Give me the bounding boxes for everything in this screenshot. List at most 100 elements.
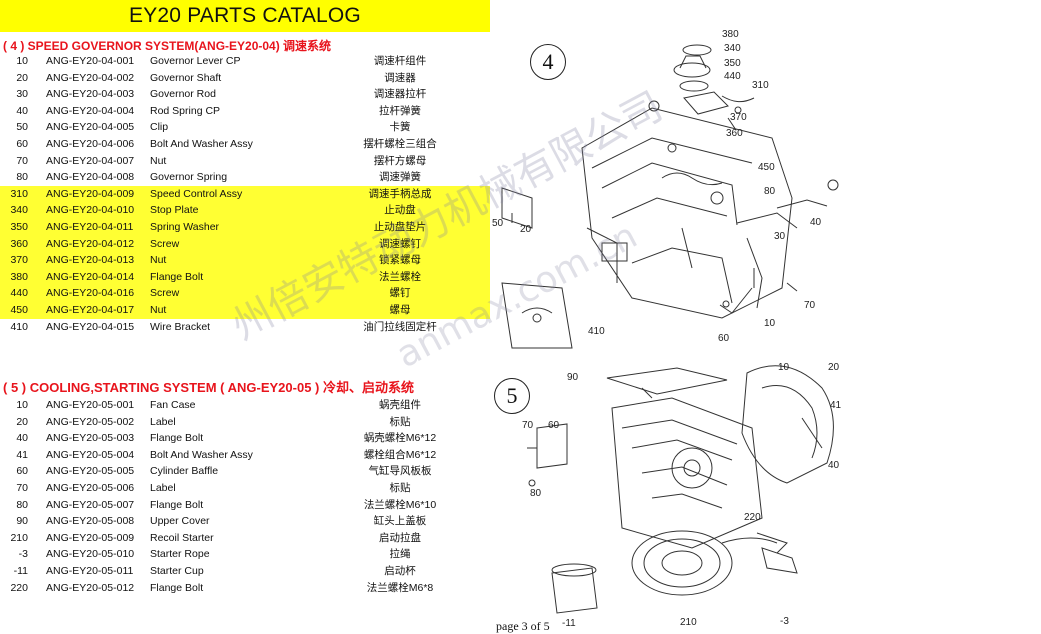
part-code: ANG-EY20-04-008 bbox=[46, 171, 135, 184]
diagram-4-badge: 4 bbox=[530, 44, 566, 80]
part-code: ANG-EY20-04-012 bbox=[46, 237, 135, 250]
part-code: ANG-EY20-04-015 bbox=[46, 320, 135, 333]
part-name-chinese: 锁紧螺母 bbox=[379, 254, 421, 267]
part-code: ANG-EY20-05-011 bbox=[46, 564, 134, 577]
callout-label: 80 bbox=[764, 186, 776, 197]
part-code: ANG-EY20-05-009 bbox=[46, 531, 135, 544]
part-ref-number: 80 bbox=[16, 171, 28, 184]
callout-label: 40 bbox=[828, 460, 840, 471]
page-number: page 3 of 5 bbox=[496, 619, 550, 633]
part-name: Flange Bolt bbox=[150, 498, 204, 511]
callout-label: 70 bbox=[522, 420, 534, 431]
part-name-chinese: 启动杯 bbox=[384, 564, 416, 577]
part-name: Starter Rope bbox=[150, 548, 210, 561]
catalog-title-bar: EY20 PARTS CATALOG bbox=[0, 0, 490, 32]
part-ref-number: 40 bbox=[16, 104, 28, 117]
part-name-chinese: 卡簧 bbox=[389, 121, 411, 134]
callout-label: 370 bbox=[730, 112, 747, 123]
part-code: ANG-EY20-04-007 bbox=[46, 154, 135, 167]
part-ref-number: 80 bbox=[16, 498, 28, 511]
callout-label: -11 bbox=[562, 618, 576, 628]
part-name-chinese: 摆杆螺栓三组合 bbox=[363, 137, 437, 150]
part-name: Governor Shaft bbox=[150, 71, 222, 84]
section-4-heading: ( 4 ) SPEED GOVERNOR SYSTEM(ANG-EY20-04)… bbox=[3, 39, 332, 53]
part-ref-number: 30 bbox=[16, 88, 28, 101]
part-name: Starter Cup bbox=[150, 564, 204, 577]
callout-label: 30 bbox=[774, 231, 786, 242]
part-code: ANG-EY20-04-014 bbox=[46, 270, 135, 283]
part-code: ANG-EY20-04-005 bbox=[46, 121, 135, 134]
part-code: ANG-EY20-04-016 bbox=[46, 287, 135, 300]
part-code: ANG-EY20-04-004 bbox=[46, 104, 135, 117]
part-name-chinese: 启动拉盘 bbox=[379, 531, 421, 544]
callout-label: 50 bbox=[492, 218, 504, 229]
part-name-chinese: 螺钉 bbox=[389, 287, 411, 300]
part-name: Flange Bolt bbox=[150, 432, 204, 445]
part-name: Bolt And Washer Assy bbox=[150, 448, 253, 461]
part-name-chinese: 调速弹簧 bbox=[379, 171, 421, 184]
callout-label: 380 bbox=[722, 29, 739, 40]
part-name-chinese: 蜗壳螺栓M6*12 bbox=[363, 432, 437, 445]
callout-label: 90 bbox=[567, 372, 579, 383]
part-name: Governor Lever CP bbox=[150, 55, 241, 67]
exploded-diagrams: 380 340 350 440 310 370 360 450 80 40 30… bbox=[492, 29, 842, 628]
part-code: ANG-EY20-04-017 bbox=[46, 303, 135, 316]
part-name-chinese: 油门拉线固定杆 bbox=[363, 320, 437, 333]
callout-label: 10 bbox=[778, 362, 790, 373]
part-name: Flange Bolt bbox=[150, 581, 204, 594]
part-code: ANG-EY20-05-002 bbox=[46, 415, 135, 428]
part-ref-number: 70 bbox=[16, 481, 28, 494]
part-name-chinese: 调速器拉杆 bbox=[373, 88, 427, 101]
callout-label: 41 bbox=[830, 400, 842, 411]
part-code: ANG-EY20-05-005 bbox=[46, 465, 135, 478]
callout-label: 310 bbox=[752, 80, 769, 91]
part-code: ANG-EY20-05-001 bbox=[46, 399, 135, 411]
part-code: ANG-EY20-05-010 bbox=[46, 548, 135, 561]
part-code: ANG-EY20-05-012 bbox=[46, 581, 135, 594]
part-code: ANG-EY20-04-001 bbox=[46, 55, 135, 67]
part-name-chinese: 调速手柄总成 bbox=[368, 187, 432, 200]
part-ref-number: 350 bbox=[10, 220, 28, 233]
part-name-chinese: 摆杆方螺母 bbox=[373, 154, 427, 167]
part-code: ANG-EY20-05-004 bbox=[46, 448, 135, 461]
part-name-chinese: 标贴 bbox=[389, 481, 411, 494]
part-ref-number: 70 bbox=[16, 154, 28, 167]
callout-label: 20 bbox=[520, 224, 532, 235]
part-ref-number: 90 bbox=[16, 515, 28, 528]
part-name: Screw bbox=[150, 237, 180, 250]
part-name-chinese: 调速器 bbox=[384, 71, 416, 84]
part-code: ANG-EY20-04-010 bbox=[46, 204, 135, 217]
cooling-starting-drawing bbox=[527, 365, 834, 614]
diagram-5-callouts: 90 10 20 41 40 70 60 80 220 210 -11 -3 bbox=[522, 362, 842, 628]
part-name: Governor Rod bbox=[150, 88, 216, 101]
part-name-chinese: 蜗壳组件 bbox=[379, 399, 421, 411]
part-code: ANG-EY20-05-006 bbox=[46, 481, 135, 494]
part-ref-number: 20 bbox=[16, 71, 28, 84]
part-name: Screw bbox=[150, 287, 180, 300]
part-ref-number: 220 bbox=[10, 581, 28, 594]
part-code: ANG-EY20-05-003 bbox=[46, 432, 135, 445]
part-name: Stop Plate bbox=[150, 204, 199, 217]
part-ref-number: 410 bbox=[10, 320, 28, 333]
part-name-chinese: 拉绳 bbox=[389, 548, 411, 561]
part-name: Wire Bracket bbox=[150, 320, 211, 333]
part-code: ANG-EY20-04-009 bbox=[46, 187, 135, 200]
part-name-chinese: 螺栓组合M6*12 bbox=[363, 448, 437, 461]
